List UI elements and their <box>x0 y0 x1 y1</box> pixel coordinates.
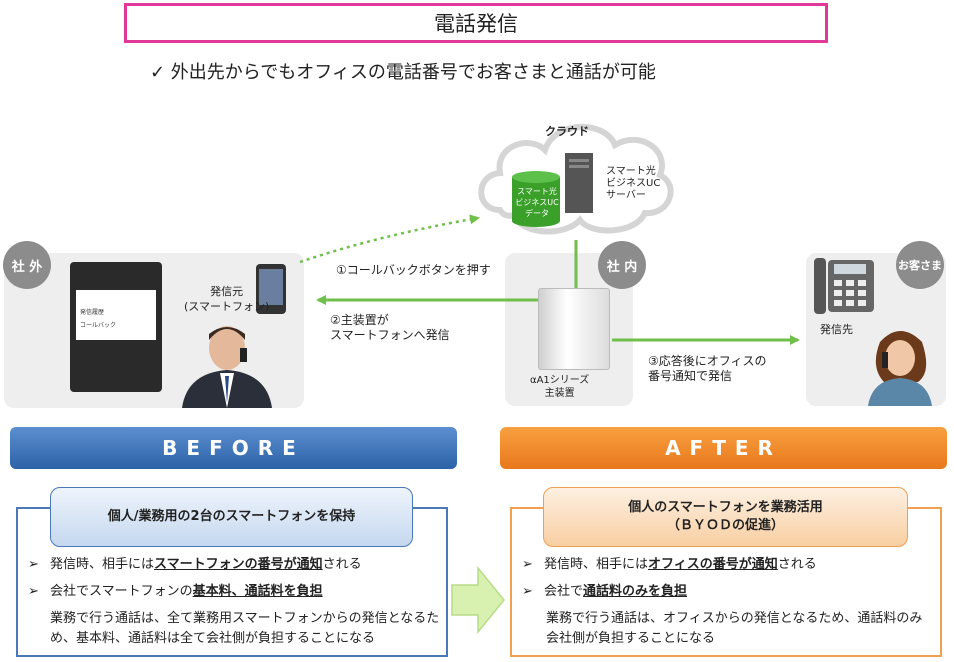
bullet-mark: ➢ <box>28 584 39 599</box>
cloud-icon <box>478 123 674 235</box>
after-heading-box: 個人のスマートフォンを業務活用 （ＢＹＯＤの促進） <box>543 487 908 547</box>
caller-label: 発信元 (スマートフォン) <box>184 285 270 313</box>
before-heading: 個人/業務用の2台のスマートフォンを保持 <box>107 509 356 524</box>
after-bullet-1: ➢発信時、相手にはオフィスの番号が通知される <box>522 557 817 572</box>
step1-label: ①コールバックボタンを押す <box>336 263 491 277</box>
customer-circle: お客さま <box>896 241 944 289</box>
callback-arrow <box>299 214 480 264</box>
cloud-label: クラウド <box>545 125 589 138</box>
before-paragraph: 業務で行う通話は、全て業務用スマートフォンからの発信となるため、基本料、通話料は… <box>50 611 440 646</box>
desk-phone-icon <box>814 258 874 314</box>
after-heading-2: （ＢＹＯＤの促進） <box>666 518 784 533</box>
inside-circle: 社 内 <box>598 241 646 289</box>
before-banner: BEFORE <box>10 427 457 469</box>
bullet-mark: ➢ <box>28 557 39 572</box>
phone-menu-1: 発信履歴 <box>80 309 105 316</box>
phone-menu-2: コールバック <box>80 322 117 329</box>
before-after-arrow <box>451 565 505 635</box>
before-heading-box: 個人/業務用の2台のスマートフォンを保持 <box>50 487 413 547</box>
main-unit-icon <box>538 288 610 370</box>
bullet-mark: ➢ <box>522 557 533 572</box>
small-phone-icon <box>256 264 286 314</box>
woman-icon <box>868 331 932 406</box>
businessman-icon <box>182 326 272 408</box>
title-box: 電話発信 <box>124 3 828 43</box>
bullet-mark: ➢ <box>522 584 533 599</box>
phone-screen: 発信履歴 コールバック <box>70 262 162 392</box>
outside-circle: 社 外 <box>3 241 51 289</box>
cloud-server-label: スマート光 ビジネスUC サーバー <box>606 166 661 201</box>
cloud-db-label: スマート光 ビジネスUC データ <box>515 187 559 218</box>
main-unit-label: αA1シリーズ 主装置 <box>530 375 590 399</box>
page-title: 電話発信 <box>434 12 518 36</box>
before-bullet-2: ➢会社でスマートフォンの基本料、通話料を負担 <box>28 584 323 599</box>
after-heading-1: 個人のスマートフォンを業務活用 <box>628 500 823 515</box>
before-bullet-1: ➢発信時、相手にはスマートフォンの番号が通知される <box>28 557 362 572</box>
after-banner: AFTER <box>500 427 947 469</box>
after-bullet-2: ➢会社で通話料のみを負担 <box>522 584 688 599</box>
subtitle: ✓ 外出先からでもオフィスの電話番号でお客さまと通話が可能 <box>150 62 656 83</box>
step2-label: ②主装置が スマートフォンへ発信 <box>330 313 450 342</box>
step3-label: ③応答後にオフィスの 番号通知で発信 <box>648 354 767 383</box>
after-paragraph: 業務で行う通話は、オフィスからの発信となるため、通話料のみ会社側が負担することに… <box>546 611 923 646</box>
callee-label: 発信先 <box>820 323 853 336</box>
